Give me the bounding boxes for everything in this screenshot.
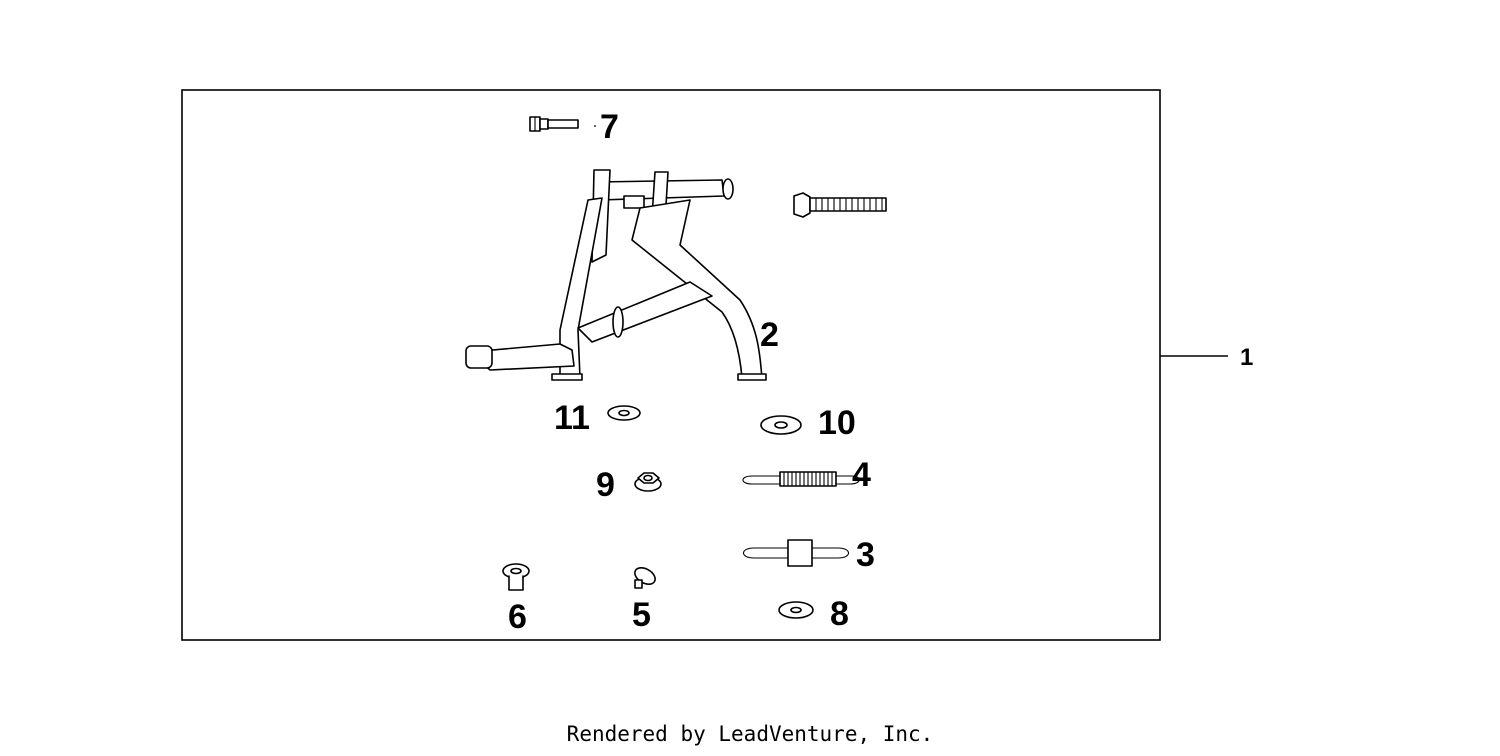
spring-coil-icon[interactable] bbox=[742, 471, 860, 487]
callout-2: 2 bbox=[760, 316, 779, 354]
callout-4: 4 bbox=[852, 456, 871, 494]
washer-8-icon[interactable] bbox=[778, 601, 814, 619]
callout-6: 6 bbox=[508, 598, 527, 636]
main-stand-icon[interactable] bbox=[465, 169, 767, 381]
stopper-icon[interactable] bbox=[632, 564, 658, 589]
bolt-small-icon[interactable] bbox=[529, 116, 579, 132]
callout-8: 8 bbox=[830, 595, 849, 633]
bolt-long-icon[interactable] bbox=[793, 192, 887, 218]
collar-icon[interactable] bbox=[502, 563, 530, 591]
callout-5: 5 bbox=[632, 596, 651, 634]
washer-10-icon[interactable] bbox=[760, 415, 802, 435]
assembly-frame bbox=[181, 89, 1161, 641]
callout-3: 3 bbox=[856, 536, 875, 574]
callout-9: 9 bbox=[596, 466, 615, 504]
callout-7: 7 bbox=[600, 108, 619, 146]
spring-cover-icon[interactable] bbox=[742, 539, 850, 567]
washer-11-icon[interactable] bbox=[607, 405, 641, 421]
flange-nut-icon[interactable] bbox=[634, 472, 662, 492]
footer-credit: Rendered by LeadVenture, Inc. bbox=[566, 722, 934, 746]
callout-10: 10 bbox=[818, 404, 856, 442]
callout-1: 1 bbox=[1240, 344, 1253, 371]
callout-11: 11 bbox=[554, 399, 590, 437]
